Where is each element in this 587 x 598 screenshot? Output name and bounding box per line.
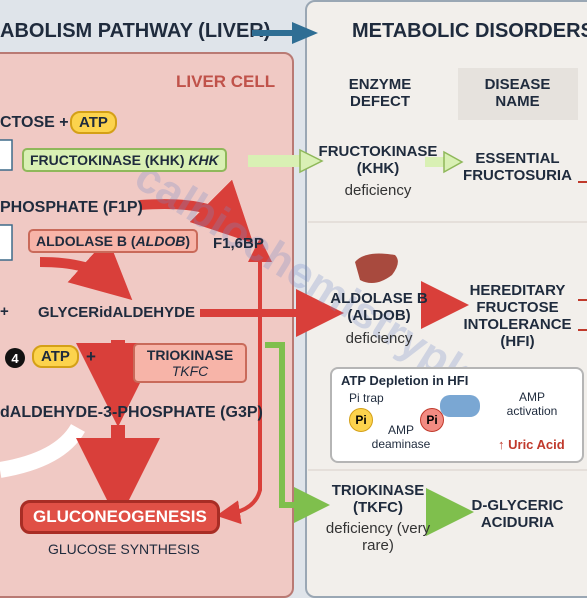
row3-enzyme: TRIOKINASE (TKFC) (331, 482, 425, 516)
glucose-synthesis-text: GLUCOSE SYNTHESIS (48, 541, 200, 557)
amp-activation-label: AMP activation (506, 390, 558, 418)
triokinase-gene: TKFC (171, 363, 209, 379)
pathway-title: ABOLISM PATHWAY (LIVER) (0, 20, 271, 42)
step-number-badge: 4 (5, 348, 25, 368)
triokinase-label: TRIOKINASE (146, 347, 234, 363)
plus-mid: + (86, 347, 96, 366)
atp-badge-1: ATP (70, 111, 117, 134)
row3-disease: D-GLYCERIC ACIDURIA (471, 497, 564, 531)
disease-name-header: DISEASE NAME (484, 76, 551, 110)
fructose-text: CTOSE + (0, 114, 69, 131)
row2-defect: deficiency (345, 330, 413, 347)
f16bp-text: F1,6BP (213, 235, 264, 252)
fructokinase-enzyme: FRUCTOKINASE (KHK) KHK (22, 148, 227, 172)
aldolase-enzyme: ALDOLASE B (ALDOB) (28, 229, 199, 253)
uric-acid-label: ↑ Uric Acid (498, 437, 565, 452)
disorders-title: METABOLIC DISORDERS I (352, 20, 587, 42)
aldolase-gene: ALDOB (135, 233, 186, 249)
row1-enzyme: FRUCTOKINASE (KHK) (318, 143, 438, 177)
atp-badge-2: ATP (32, 345, 79, 368)
amp-deaminase-label: AMP deaminase (371, 423, 431, 451)
f1p-text: PHOSPHATE (F1P) (0, 199, 143, 216)
aldolase-close: ) (185, 233, 191, 249)
pi-badge-yellow: Pi (349, 408, 373, 432)
triokinase-enzyme: TRIOKINASE TKFC (133, 343, 247, 383)
g3p-text: dALDEHYDE-3-PHOSPHATE (G3P) (0, 404, 263, 421)
pi-badge-red: Pi (420, 408, 444, 432)
fructokinase-gene: KHK (188, 152, 219, 168)
pi-trap-label: Pi trap (349, 391, 384, 405)
liver-cell-label: LIVER CELL (176, 72, 276, 91)
row2-disease: HEREDITARY FRUCTOSE INTOLERANCE (HFI) (463, 282, 572, 350)
row1-defect: deficiency (344, 182, 412, 199)
row2-enzyme: ALDOLASE B (ALDOB) (330, 290, 428, 324)
plus-left: + (0, 303, 9, 320)
enzyme-defect-header: ENZYME DEFECT (348, 76, 412, 110)
fructokinase-label: FRUCTOKINASE (KHK) (30, 152, 189, 168)
glyceraldehyde-text: GLYCERidALDEHYDE (38, 304, 195, 321)
uric-acid-text: Uric Acid (508, 437, 565, 452)
row3-defect: deficiency (very rare) (325, 520, 431, 554)
gluconeogenesis-box: GLUCONEOGENESIS (20, 500, 220, 534)
aldolase-label: ALDOLASE B ( (36, 233, 136, 249)
row1-disease: ESSENTIAL FRUCTOSURIA (463, 150, 572, 184)
atp-depletion-title: ATP Depletion in HFI (341, 373, 469, 388)
molecule-shape (440, 395, 480, 417)
